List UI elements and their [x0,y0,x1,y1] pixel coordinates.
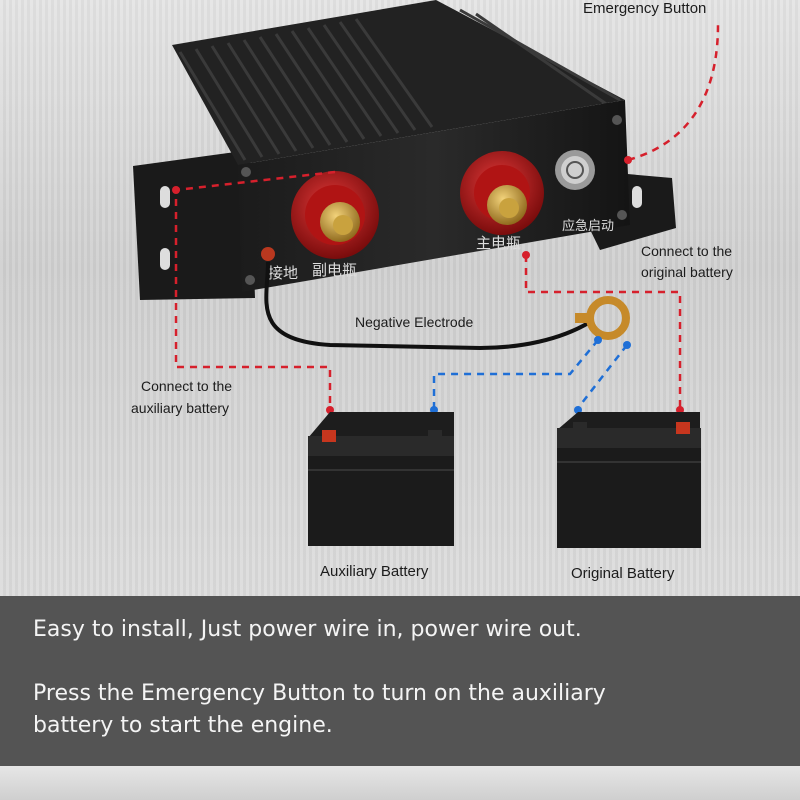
original-battery-label: Original Battery [571,565,675,582]
positive-wires [174,24,720,408]
emergency-button-icon [555,150,595,190]
description-panel: Easy to install, Just power wire in, pow… [0,596,800,766]
description-line-3: battery to start the engine. [33,713,333,738]
auxiliary-terminal [291,171,379,259]
auxiliary-battery-icon [308,412,454,546]
negative-wires [432,339,628,409]
emergency-start-text: 应急启动 [562,218,614,234]
negative-electrode-label: Negative Electrode [355,314,474,330]
ground-text: 接地 [268,264,298,282]
main-terminal-text: 主电瓶 [476,234,521,252]
ground-terminal [261,247,275,261]
connect-original-label-line1: Connect to the [641,243,733,259]
description-line-2: Press the Emergency Button to turn on th… [33,681,606,706]
main-terminal [460,151,544,235]
negative-cable [264,261,592,351]
emergency-button-label: Emergency Button [583,0,707,17]
connect-original-label-line2: original battery [641,264,733,280]
ring-terminal [575,296,630,340]
connect-auxiliary-label-line2: auxiliary battery [131,400,230,416]
auxiliary-battery-label: Auxiliary Battery [320,563,429,580]
aux-terminal-text: 副电瓶 [312,261,357,279]
description-line-1: Easy to install, Just power wire in, pow… [33,617,582,642]
original-battery-icon [557,412,701,548]
device-body [172,0,630,292]
bottom-strip [0,766,800,800]
connect-auxiliary-label-line1: Connect to the [141,378,233,394]
wiring-diagram: 副电瓶 接地 主电瓶 应急启动 [133,0,720,548]
